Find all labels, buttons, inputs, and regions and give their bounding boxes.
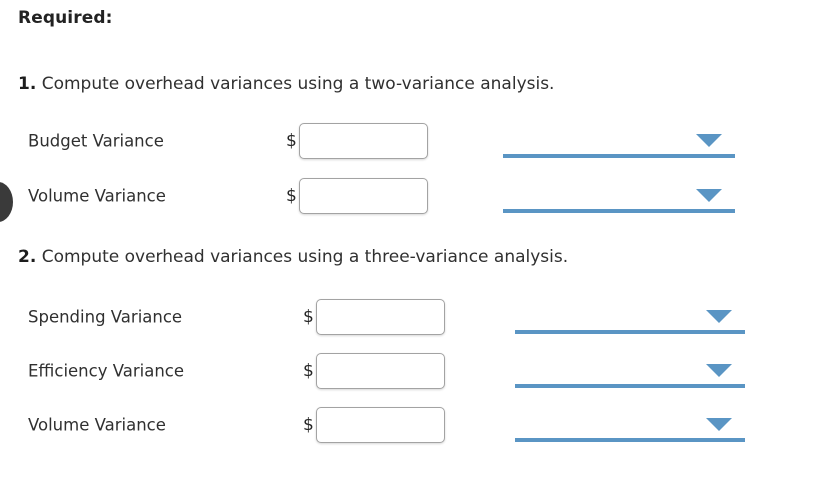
row-label-spending-variance: Spending Variance	[28, 307, 183, 327]
budget-variance-dropdown[interactable]	[503, 124, 735, 158]
row-label-efficiency-variance: Efficiency Variance	[28, 361, 185, 381]
question-1-text: Compute overhead variances using a two-v…	[36, 74, 555, 94]
chevron-down-icon[interactable]	[706, 364, 732, 377]
variance-row-volume-two: Volume Variance $	[28, 176, 768, 216]
variance-row-spending: Spending Variance $	[28, 297, 768, 337]
chevron-down-icon[interactable]	[696, 134, 722, 147]
question-2-number: 2.	[18, 247, 37, 267]
efficiency-variance-amount-input[interactable]	[316, 353, 445, 389]
currency-symbol: $	[303, 361, 314, 381]
row-label-volume-variance: Volume Variance	[28, 186, 166, 206]
spending-variance-dropdown[interactable]	[515, 300, 745, 334]
row-label-volume-variance: Volume Variance	[28, 415, 166, 435]
efficiency-variance-dropdown[interactable]	[515, 354, 745, 388]
question-2-text: Compute overhead variances using a three…	[36, 247, 569, 267]
currency-symbol: $	[303, 415, 314, 435]
volume-variance-two-amount-input[interactable]	[299, 178, 428, 214]
variance-row-volume-three: Volume Variance $	[28, 405, 768, 445]
dropdown-underline	[515, 330, 745, 334]
budget-variance-amount-input[interactable]	[299, 123, 428, 159]
variance-row-budget: Budget Variance $	[28, 121, 768, 161]
question-2-prompt: 2. Compute overhead variances using a th…	[18, 247, 568, 267]
page-title: Required:	[18, 8, 113, 28]
dropdown-underline	[503, 209, 735, 213]
volume-variance-two-dropdown[interactable]	[503, 179, 735, 213]
question-1-prompt: 1. Compute overhead variances using a tw…	[18, 74, 554, 94]
currency-symbol: $	[286, 131, 297, 151]
left-edge-circle-artifact	[0, 182, 13, 222]
question-1-number: 1.	[18, 74, 37, 94]
chevron-down-icon[interactable]	[696, 189, 722, 202]
volume-variance-three-amount-input[interactable]	[316, 407, 445, 443]
chevron-down-icon[interactable]	[706, 418, 732, 431]
dropdown-underline	[503, 154, 735, 158]
row-label-budget-variance: Budget Variance	[28, 131, 164, 151]
dropdown-underline	[515, 384, 745, 388]
dropdown-underline	[515, 438, 745, 442]
currency-symbol: $	[286, 186, 297, 206]
volume-variance-three-dropdown[interactable]	[515, 408, 745, 442]
currency-symbol: $	[303, 307, 314, 327]
chevron-down-icon[interactable]	[706, 310, 732, 323]
variance-row-efficiency: Efficiency Variance $	[28, 351, 768, 391]
spending-variance-amount-input[interactable]	[316, 299, 445, 335]
